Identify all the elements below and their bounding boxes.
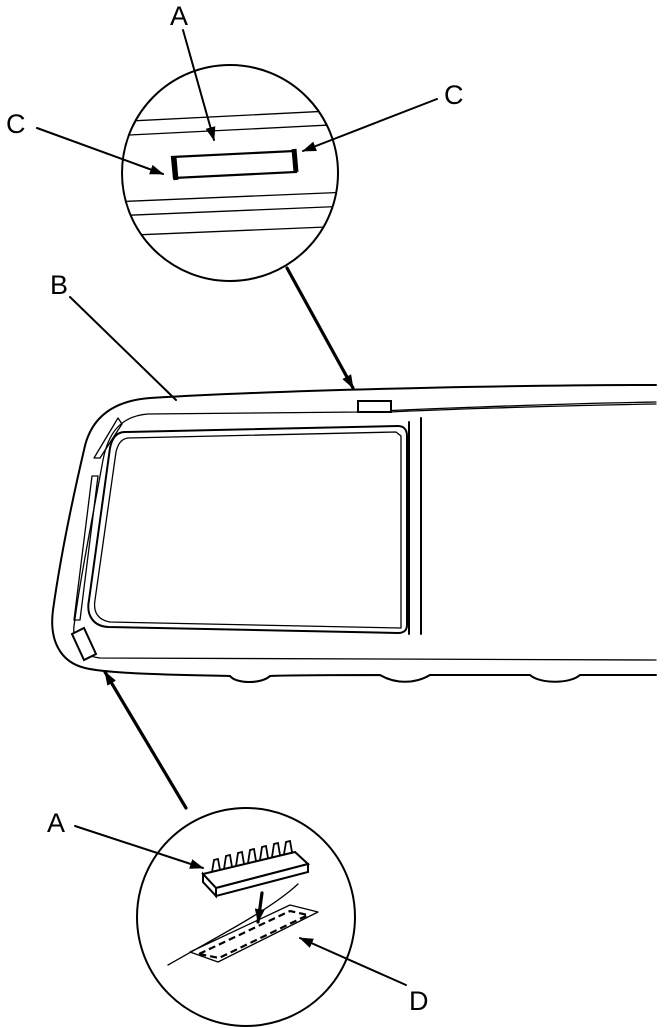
glass-edge-lines (122, 109, 338, 237)
body-panel (51, 384, 657, 683)
left-channel-upper (93, 417, 123, 459)
leader-a-top (182, 29, 216, 141)
rear-glass-window (87, 425, 408, 634)
top-detail-callout (121, 64, 339, 282)
molding-inner-line (73, 401, 657, 661)
label-a-bottom: A (47, 808, 65, 838)
body-outline (51, 384, 657, 683)
label-a-top: A (170, 1, 188, 31)
mounting-area-d (189, 904, 319, 963)
roof-edge-line (389, 403, 657, 413)
clip-a-top-view (170, 149, 298, 180)
pointer-top-to-body (285, 266, 355, 390)
leader-c-right (302, 98, 438, 152)
leader-a-bottom (74, 825, 204, 869)
clip-tab-right (291, 148, 299, 173)
leader-d (299, 937, 407, 986)
pointer-bottom-to-body (103, 670, 188, 810)
clip-a-base-front (215, 862, 309, 898)
clip-a-teeth (211, 839, 293, 873)
clip-location-bottom (70, 626, 98, 662)
clip-tab-left (171, 156, 179, 181)
bottom-detail-content (167, 839, 319, 966)
left-channel-lower (73, 475, 99, 621)
leader-b (69, 296, 177, 401)
label-c-right: C (444, 80, 464, 110)
label-c-left: C (6, 109, 26, 139)
clip-location-top (357, 400, 392, 413)
bottom-detail-circle (136, 807, 356, 1027)
rear-glass-inner-edge (93, 431, 402, 629)
leader-c-left (36, 127, 164, 175)
label-d: D (409, 986, 429, 1016)
mounting-area-d-dashed (195, 909, 312, 960)
top-detail-circle (121, 64, 339, 282)
label-b: B (50, 270, 68, 300)
install-arrow (254, 891, 265, 924)
glass-surface-line (167, 883, 299, 966)
